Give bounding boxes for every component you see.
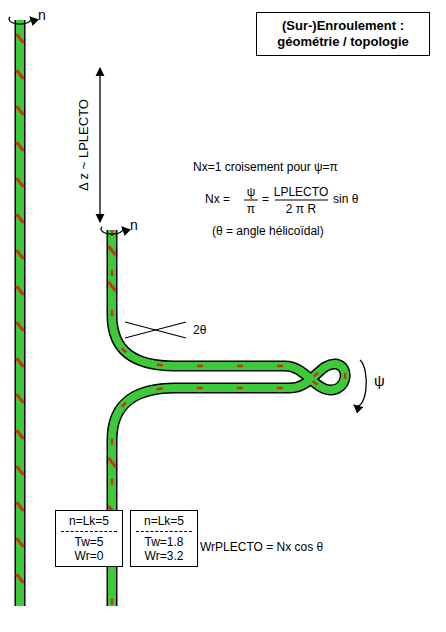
helix-stripe (17, 394, 24, 403)
note-text: (θ = angle hélicoïdal) (212, 224, 324, 238)
formula-part: π (247, 202, 255, 216)
formula-part: = (262, 192, 269, 206)
length-label: Δ z ~ LPLECTO (77, 99, 91, 191)
length-arrow (99, 68, 100, 222)
state-box: n=Lk=5Tw=5 Wr=0 (55, 510, 123, 567)
helix-stripe (17, 502, 24, 511)
formula-part: 2 π R (286, 202, 316, 216)
helix-stripe (17, 34, 24, 43)
helix-stripes (17, 34, 116, 583)
helix-stripe (17, 466, 24, 475)
box-heading: n=Lk=5 (136, 514, 192, 528)
helix-stripe (17, 70, 24, 79)
helix-stripe (109, 282, 116, 291)
rotation-arrow (9, 17, 366, 406)
formula-part: LPLECTO (274, 185, 328, 199)
state-box: n=Lk=5Tw=1.8 Wr=3.2 (130, 510, 198, 567)
box-heading: (Sur-)Enroulement : géométrie / topologi… (264, 18, 422, 50)
fraction-bar (244, 200, 328, 201)
rotation-label: n (38, 8, 46, 22)
note-text: Nx=1 croisement pour ψ=π (193, 160, 338, 174)
helix-stripe (17, 574, 24, 583)
helix-stripe (17, 538, 24, 547)
title-box: (Sur-)Enroulement : géométrie / topologi… (256, 12, 430, 56)
helix-stripe (17, 214, 24, 223)
angle-label: 2θ (193, 323, 206, 337)
formula-text: WrPLECTO = Nx cos θ (200, 540, 323, 554)
formula-part: ψ (247, 185, 256, 199)
helix-stripe (17, 178, 24, 187)
formula-part: sin θ (333, 192, 358, 206)
helix-stripe (17, 430, 24, 439)
helix-stripe (17, 322, 24, 331)
helix-stripe (17, 106, 24, 115)
dna-rod (20, 20, 345, 606)
helix-stripe (17, 286, 24, 295)
helix-stripe (109, 246, 116, 255)
formula-part: Nx = (205, 192, 230, 206)
rotation-label: n (130, 218, 138, 232)
helix-stripe (109, 458, 116, 467)
helix-stripe (17, 142, 24, 151)
box-heading: n=Lk=5 (61, 514, 117, 528)
box-values: Tw=1.8 Wr=3.2 (136, 531, 192, 563)
helix-stripe (17, 358, 24, 367)
helix-stripe (17, 250, 24, 259)
rotation-label: ψ (374, 374, 385, 388)
box-values: Tw=5 Wr=0 (61, 531, 117, 563)
angle-cross (125, 322, 186, 338)
